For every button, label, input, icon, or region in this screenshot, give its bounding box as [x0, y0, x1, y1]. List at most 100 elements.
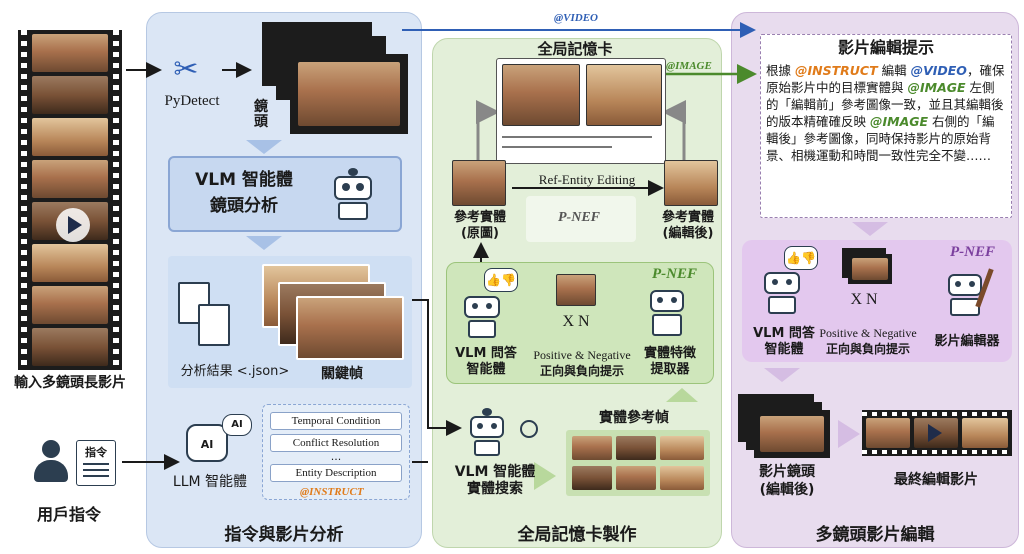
pydetect-label: PyDetect [164, 93, 220, 109]
input-frame [32, 76, 108, 114]
json-files-icon [178, 282, 238, 352]
ref-edited-label-1: 參考實體 [661, 210, 714, 225]
conflict-resolution: Conflict Resolution [270, 434, 402, 452]
panel1-title: 指令與影片分析 [224, 525, 344, 545]
panel2-title: 全局記憶卡製作 [517, 525, 637, 545]
pnef-edit-label: P-NEF [950, 244, 995, 260]
input-frame [32, 328, 108, 366]
instruct-tag: @INSTRUCT [300, 486, 364, 498]
final-video-strip [862, 410, 1012, 456]
entity-description: Entity Description [270, 464, 402, 482]
ellipsis: ... [330, 450, 342, 463]
video-editor-robot-icon [944, 268, 996, 318]
vlm-qa-label-1: VLM 問答 [455, 346, 517, 361]
ref-frame [660, 436, 704, 460]
down-arrow [246, 140, 282, 154]
edited-shots-stack [754, 410, 830, 458]
input-filmstrip [18, 30, 122, 370]
thumbs-feedback-icon: 👍👎 [484, 268, 518, 292]
pnef-cycle-image [556, 274, 596, 306]
ref-frame [572, 466, 612, 490]
prompt-text-segment: 右側的「編輯後」參考圖像，同時保持影片的原始背景、相機運動和時間一致性完全不變…… [766, 114, 995, 163]
ref-frames-label: 實體參考幀 [599, 410, 669, 426]
vlm-qa-robot-icon [462, 296, 502, 340]
posneg-label-2: 正向與負向提示 [539, 364, 624, 378]
prompt-text-segment: 左側的「編輯前」參考圖像一致，並且其編輯後的版本精確確反映 [766, 80, 1004, 129]
magnifier-icon [520, 420, 538, 438]
posneg-edit-label-1: Positive & Negative [819, 326, 917, 340]
instruction-doc-label: 指令 [85, 446, 107, 459]
prompt-title: 影片編輯提示 [837, 38, 934, 57]
ref-entity-editing-label: Ref-Entity Editing [538, 172, 636, 187]
input-frame [32, 34, 108, 72]
input-frame [32, 160, 108, 198]
prompt-tag: @IMAGE [869, 114, 929, 129]
prompt-tag: @INSTRUCT [794, 63, 878, 78]
arrow-ref-edit-to-card [662, 100, 686, 160]
thumbs-feedback-icon-edit: 👍👎 [784, 246, 818, 270]
edited-shots-label-1: 影片鏡頭 [759, 464, 815, 480]
image-tag: @IMAGE [666, 60, 712, 72]
edited-shots-label-2: (編輯後) [759, 482, 815, 498]
prompt-tag: @VIDEO [910, 63, 967, 78]
shot-stack [290, 54, 408, 134]
input-frame [32, 286, 108, 324]
edit-prompt-box [760, 34, 1012, 218]
vlm-qa-edit-label-1: VLM 問答 [753, 326, 815, 341]
play-icon [56, 208, 90, 242]
keyframes-label: 關鍵幀 [321, 366, 363, 382]
vlm-qa-label-2: 智能體 [466, 362, 506, 377]
panel3-title: 多鏡頭影片編輯 [815, 525, 935, 545]
arrow-keyframes-to-search [412, 299, 462, 436]
pnef-mini-label: P-NEF [558, 210, 600, 225]
ref-original-label-2: (原圖) [461, 226, 499, 241]
ref-original-label-1: 參考實體 [453, 210, 506, 225]
pnef-label: P-NEF [652, 266, 697, 282]
analysis-result-label: 分析結果 <.json> [180, 364, 290, 379]
shot-analysis-label: 鏡頭分析 [210, 196, 278, 216]
card-image-after [586, 64, 662, 126]
prompt-tag: @IMAGE [907, 80, 966, 95]
robot-icon [328, 168, 378, 222]
feature-extractor-robot-icon [646, 290, 688, 338]
ref-frame [572, 436, 612, 460]
vlm-search-robot-icon [466, 408, 508, 458]
final-video-label: 最終編輯影片 [894, 472, 978, 488]
edit-prompt-text: 根據 @INSTRUCT 編輯 @VIDEO，確保原始影片中的目標實體與 @IM… [766, 62, 1006, 164]
posneg-label-1: Positive & Negative [533, 348, 631, 362]
pnef-mini-diagram [526, 196, 636, 242]
right-arrow [534, 462, 556, 490]
vlm-label: VLM 智能體 [195, 170, 293, 190]
prompt-text-segment: ，確保原始影片中的目標實體與 [766, 63, 1005, 95]
ai-chip-label: AI [200, 438, 214, 451]
card-image-before [502, 64, 580, 126]
input-frame [32, 118, 108, 156]
right-arrow [838, 420, 860, 448]
posneg-edit-label-2: 正向與負向提示 [825, 342, 910, 356]
extractor-label-2: 提取器 [650, 362, 690, 377]
edited-shot-stack-mini [848, 254, 892, 284]
input-frame [32, 244, 108, 282]
ref-frame [616, 436, 656, 460]
user-label: 用戶指令 [36, 505, 101, 524]
card-text-line [502, 146, 612, 148]
ref-edited-label-2: (編輯後) [662, 226, 714, 241]
input-label: 輸入多鏡頭長影片 [14, 375, 126, 391]
ref-entity-edited-image [664, 160, 718, 206]
user-icon [34, 440, 68, 484]
down-arrow [246, 236, 282, 250]
ai-chat-bubble: AI [222, 414, 252, 436]
llm-label: LLM 智能體 [172, 474, 248, 490]
prompt-text-segment: 根據 [766, 63, 795, 78]
down-arrow [852, 222, 888, 236]
memory-card-title: 全局記憶卡 [537, 40, 613, 58]
arrow-ref-orig-to-card [476, 100, 500, 160]
ref-frame [616, 466, 656, 490]
ref-frame [660, 466, 704, 490]
card-text-line [502, 136, 652, 138]
vlm-qa-edit-label-2: 智能體 [764, 342, 804, 357]
xn-label: X N [562, 313, 590, 330]
temporal-condition: Temporal Condition [270, 412, 402, 430]
down-arrow [764, 368, 800, 382]
shots-label: 鏡頭 [254, 99, 268, 131]
